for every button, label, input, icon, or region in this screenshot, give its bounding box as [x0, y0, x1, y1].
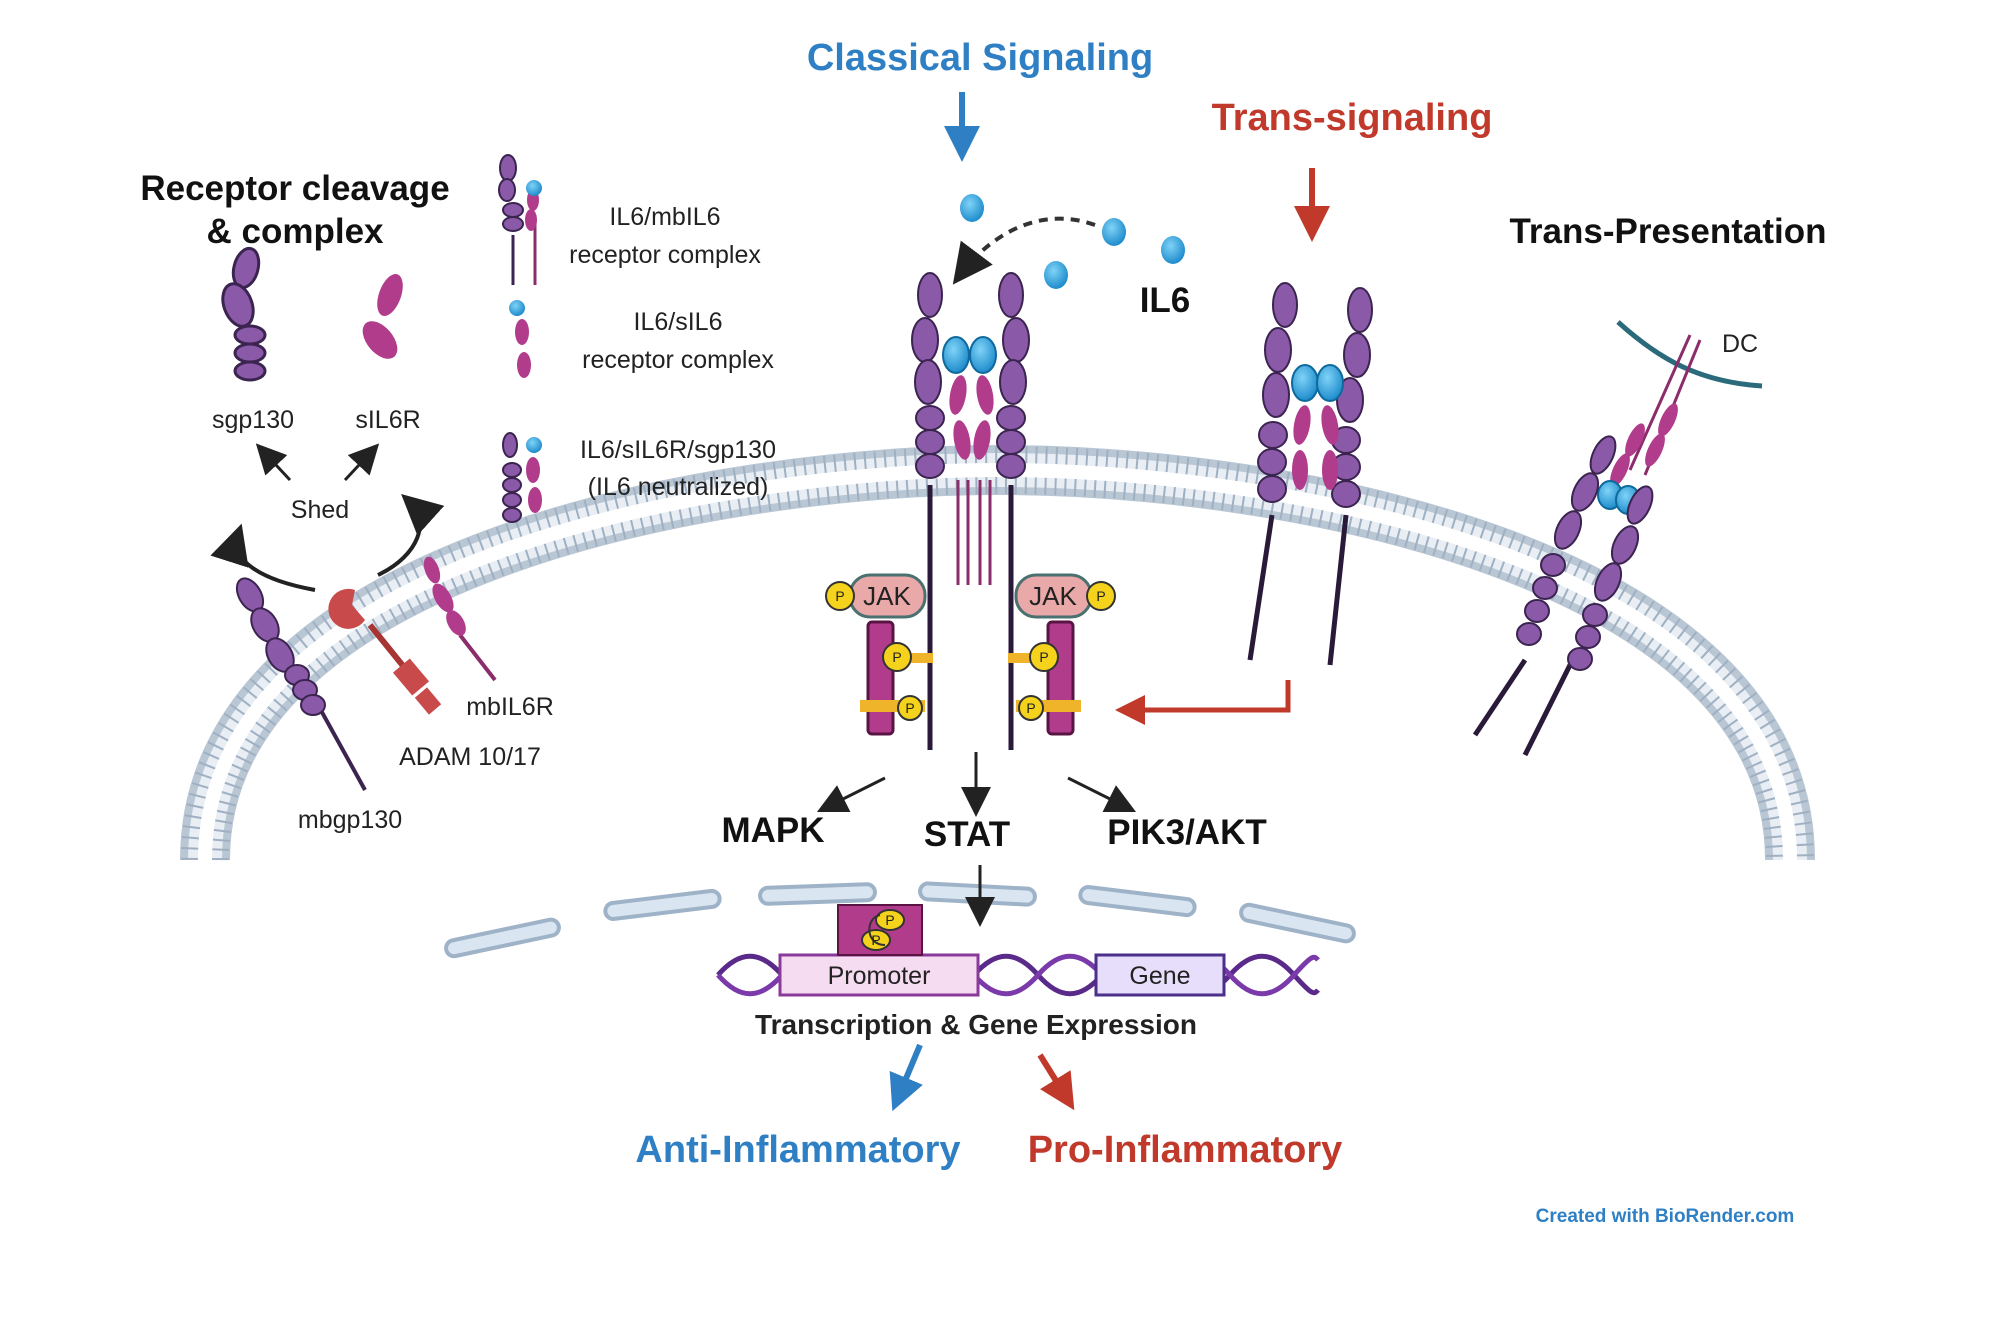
trans-signaling-complex — [1247, 282, 1373, 666]
il6-molecules — [960, 194, 1185, 289]
stat-right-phospho-2: P — [1026, 700, 1035, 716]
biorender-watermark: Created with BioRender.com — [1536, 1206, 1795, 1227]
shed-label: Shed — [291, 496, 349, 524]
shed-arrow-right — [343, 443, 380, 482]
adam-label: ADAM 10/17 — [399, 743, 541, 771]
anti-inflammatory-label: Anti-Inflammatory — [635, 1129, 960, 1171]
adam-protease — [328, 588, 442, 715]
transcription-label: Transcription & Gene Expression — [755, 1009, 1197, 1040]
il6-binding-arrow — [952, 216, 1096, 285]
promoter-box — [778, 953, 980, 997]
mapk-arrow — [816, 776, 886, 813]
dc-membrane — [1616, 320, 1763, 389]
trans-presentation-complex — [1472, 334, 1702, 757]
mapk-label: MAPK — [721, 811, 824, 850]
free-sgp130-icon — [221, 246, 267, 382]
cleave-arrow-left — [210, 523, 316, 592]
dc-label: DC — [1722, 330, 1758, 358]
stat-dimer-icon — [837, 904, 923, 956]
anti-arrow — [889, 1043, 923, 1112]
mbgp130-receptor — [235, 577, 367, 791]
mbil6r-receptor — [423, 556, 497, 682]
trans-to-jak-arrow — [1115, 680, 1291, 725]
legend-1-line2: receptor complex — [569, 241, 761, 269]
jak-left-phospho: P — [835, 588, 844, 604]
il6-label: IL6 — [1140, 281, 1191, 320]
pik3-label: PIK3/AKT — [1107, 813, 1266, 852]
trans-signaling-title: Trans-signaling — [1212, 97, 1493, 139]
classical-signaling-title: Classical Signaling — [807, 37, 1153, 79]
cleave-arrow-right — [377, 493, 445, 577]
receptor-cleavage-title-1: Receptor cleavage — [140, 169, 449, 208]
classical-receptor-complex — [911, 272, 1030, 750]
legend-2-line2: receptor complex — [582, 346, 774, 374]
gene-box — [1094, 953, 1226, 997]
legend-3-line2: (IL6 neutralized) — [588, 473, 769, 501]
stat-left-phospho-2: P — [905, 700, 914, 716]
cell-membrane — [180, 444, 1815, 861]
stat-label: STAT — [924, 815, 1010, 854]
pro-inflammatory-label: Pro-Inflammatory — [1028, 1129, 1343, 1171]
free-sil6r-icon — [362, 273, 403, 359]
jak-left — [825, 573, 933, 736]
jak-right-label: JAK — [1029, 581, 1077, 611]
legend-1-line1: IL6/mbIL6 — [609, 203, 720, 231]
jak-left-label: JAK — [863, 581, 911, 611]
pro-arrow — [1037, 1053, 1075, 1111]
sgp130-label: sgp130 — [212, 406, 294, 434]
promoter-label: Promoter — [828, 962, 931, 990]
nuclear-envelope — [444, 881, 1356, 959]
receptor-cleavage-title-2: & complex — [207, 212, 385, 251]
legend-icon-sil6 — [509, 300, 531, 378]
legend-icon-neutralized — [502, 432, 542, 523]
dimer-phospho-1: P — [885, 912, 894, 928]
dimer-phospho-2: P — [871, 932, 880, 948]
stat-right-phospho-1: P — [1039, 649, 1048, 665]
gene-label: Gene — [1129, 962, 1190, 990]
sil6r-label: sIL6R — [355, 406, 420, 434]
legend-icon-mbil6 — [498, 154, 542, 285]
stat-left-phospho-1: P — [892, 649, 901, 665]
pik3-arrow — [1067, 776, 1137, 813]
legend-3-line1: IL6/sIL6R/sgp130 — [580, 436, 776, 464]
jak-right-phospho: P — [1096, 588, 1105, 604]
shed-arrow-left — [255, 443, 292, 482]
legend-2-line1: IL6/sIL6 — [634, 308, 723, 336]
mbil6r-label: mbIL6R — [466, 693, 554, 721]
mbgp130-label: mbgp130 — [298, 806, 402, 834]
trans-presentation-title: Trans-Presentation — [1509, 212, 1826, 251]
jak-right — [1008, 573, 1116, 736]
